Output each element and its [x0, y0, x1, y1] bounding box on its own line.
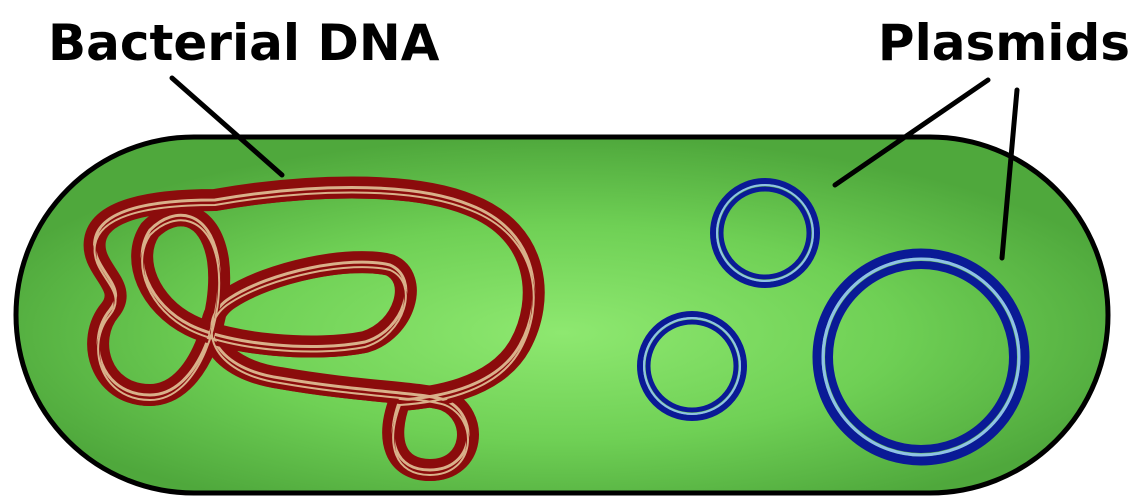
plasmids-label: Plasmids [878, 14, 1130, 72]
bacterial-dna-label: Bacterial DNA [48, 14, 440, 72]
